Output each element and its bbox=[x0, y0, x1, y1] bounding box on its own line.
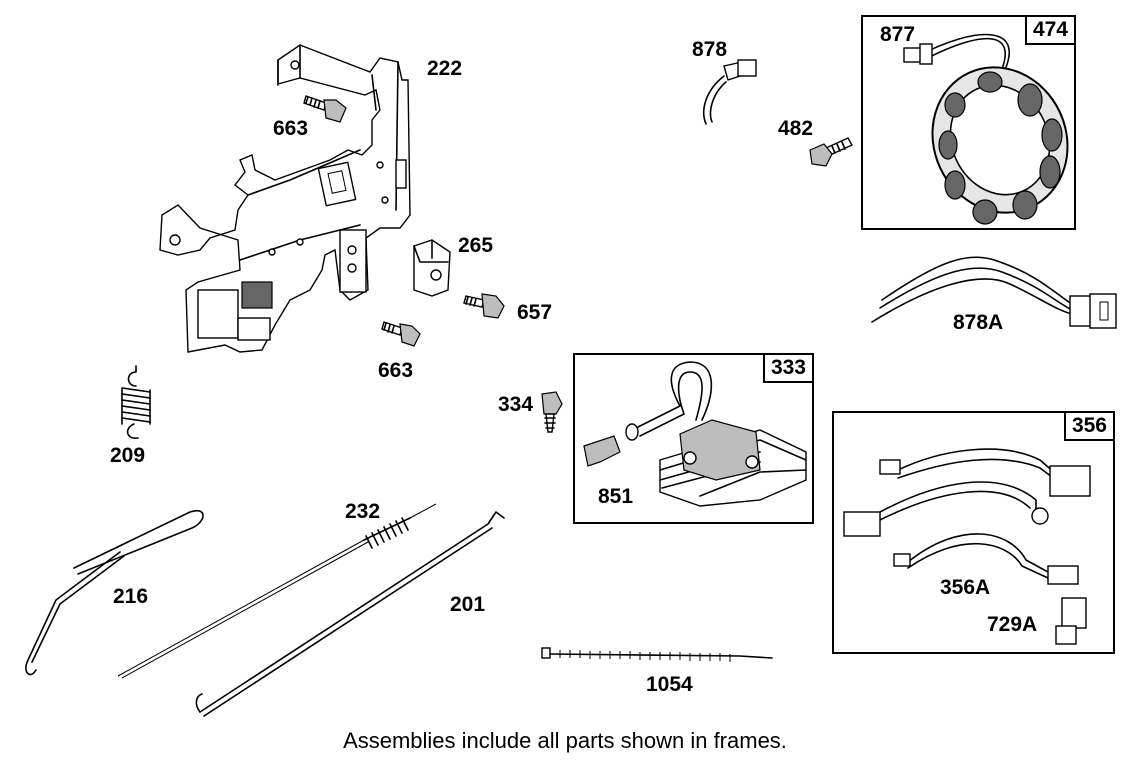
frame-333: 333 bbox=[573, 353, 814, 524]
label-222: 222 bbox=[427, 57, 463, 80]
frame-356: 356 bbox=[832, 411, 1115, 654]
stator-474-drawing bbox=[903, 33, 1069, 225]
wire-harness-878A-drawing bbox=[871, 256, 1117, 329]
label-851: 851 bbox=[598, 485, 634, 508]
clip-265-drawing bbox=[413, 239, 451, 297]
label-232: 232 bbox=[345, 500, 381, 523]
label-265: 265 bbox=[458, 234, 494, 257]
control-bracket-drawing bbox=[159, 44, 411, 353]
frame-356-tag: 356 bbox=[1063, 411, 1115, 441]
frame-333-tag: 333 bbox=[762, 353, 814, 383]
screw-334-drawing bbox=[541, 391, 563, 433]
bolt-482-drawing bbox=[809, 137, 853, 167]
label-482: 482 bbox=[778, 117, 814, 140]
label-877: 877 bbox=[880, 23, 916, 46]
screw-663-upper-drawing bbox=[303, 95, 347, 123]
label-663-upper: 663 bbox=[273, 117, 309, 140]
harness-356-drawing bbox=[843, 448, 1091, 645]
label-356A: 356A bbox=[940, 576, 991, 599]
spring-209-drawing bbox=[121, 365, 151, 439]
frame-474-tag: 474 bbox=[1024, 15, 1076, 45]
label-209: 209 bbox=[110, 444, 146, 467]
armature-333-drawing bbox=[583, 361, 807, 507]
label-878: 878 bbox=[692, 38, 728, 61]
wire-878-drawing bbox=[702, 59, 757, 125]
spring-cable-232-drawing bbox=[117, 503, 437, 679]
tie-strap-1054-drawing bbox=[541, 647, 773, 662]
label-201: 201 bbox=[450, 593, 486, 616]
screw-663-lower-drawing bbox=[381, 321, 421, 347]
label-216: 216 bbox=[113, 585, 149, 608]
label-663-lower: 663 bbox=[378, 359, 414, 382]
frame-474: 474 bbox=[861, 15, 1076, 230]
diagram-caption: Assemblies include all parts shown in fr… bbox=[343, 728, 787, 753]
link-rod-201-drawing bbox=[195, 511, 505, 717]
rod-216-drawing bbox=[25, 509, 204, 676]
label-729A: 729A bbox=[987, 613, 1038, 636]
bolt-657-drawing bbox=[463, 293, 505, 319]
label-334: 334 bbox=[498, 393, 534, 416]
label-1054: 1054 bbox=[646, 673, 693, 696]
label-657: 657 bbox=[517, 301, 553, 324]
label-878A: 878A bbox=[953, 311, 1004, 334]
